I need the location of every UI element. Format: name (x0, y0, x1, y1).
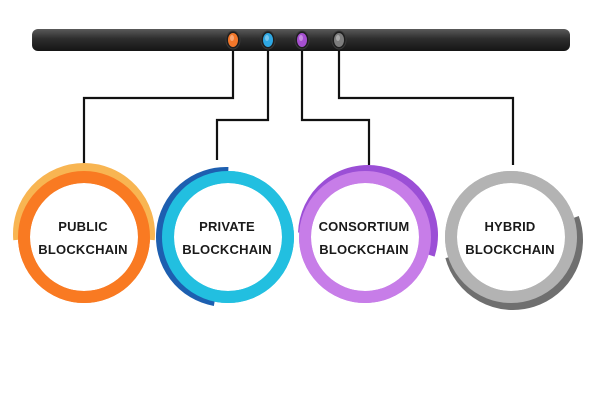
connector-lines (82, 51, 515, 165)
consortium-dot-highlight (299, 35, 303, 41)
private-ring-overlay (162, 171, 294, 303)
hybrid-blockchain-label: HYBRID BLOCKCHAIN (455, 215, 565, 261)
private-connector-line (215, 51, 270, 160)
consortium-label-line1: CONSORTIUM (318, 219, 410, 234)
header-bar-fade (30, 27, 90, 53)
private-dot-highlight (265, 35, 269, 41)
blockchain-rings (13, 163, 583, 310)
private-label-line1: PRIVATE (199, 219, 255, 234)
hybrid-ring-overlay (445, 171, 577, 303)
consortium-connector-line (300, 51, 371, 165)
hybrid-label-line1: HYBRID (484, 219, 536, 234)
public-dot (228, 33, 238, 47)
public-ring-overlay (18, 171, 150, 303)
consortium-dot (297, 33, 307, 47)
consortium-label-line2: BLOCKCHAIN (319, 242, 409, 257)
public-dot-highlight (230, 35, 234, 41)
private-blockchain-label: PRIVATE BLOCKCHAIN (172, 215, 282, 261)
hybrid-label-line2: BLOCKCHAIN (465, 242, 555, 257)
consortium-blockchain-label: CONSORTIUM BLOCKCHAIN (309, 215, 419, 261)
consortium-ring-overlay (299, 171, 431, 303)
public-connector-line (82, 51, 235, 165)
connector-dots (225, 30, 347, 50)
public-label-line2: BLOCKCHAIN (38, 242, 128, 257)
hybrid-dot-highlight (336, 35, 340, 41)
hybrid-dot (334, 33, 344, 47)
private-dot (263, 33, 273, 47)
hybrid-connector-line (337, 51, 515, 165)
public-blockchain-label: PUBLIC BLOCKCHAIN (28, 215, 138, 261)
private-label-line2: BLOCKCHAIN (182, 242, 272, 257)
public-label-line1: PUBLIC (58, 219, 108, 234)
public-accent-arc (13, 163, 155, 241)
